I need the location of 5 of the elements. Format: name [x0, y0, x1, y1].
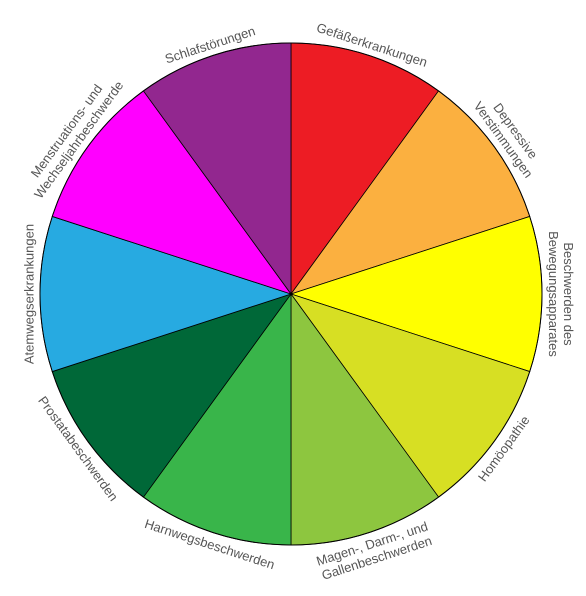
segment-label: Beschwerden des Bewegungsapparates — [546, 230, 576, 359]
wheel-segment — [290, 294, 530, 498]
wheel-segment — [290, 216, 542, 372]
wheel-segment — [40, 216, 292, 372]
segment-label: Atemwegserkrankungen — [21, 224, 36, 364]
